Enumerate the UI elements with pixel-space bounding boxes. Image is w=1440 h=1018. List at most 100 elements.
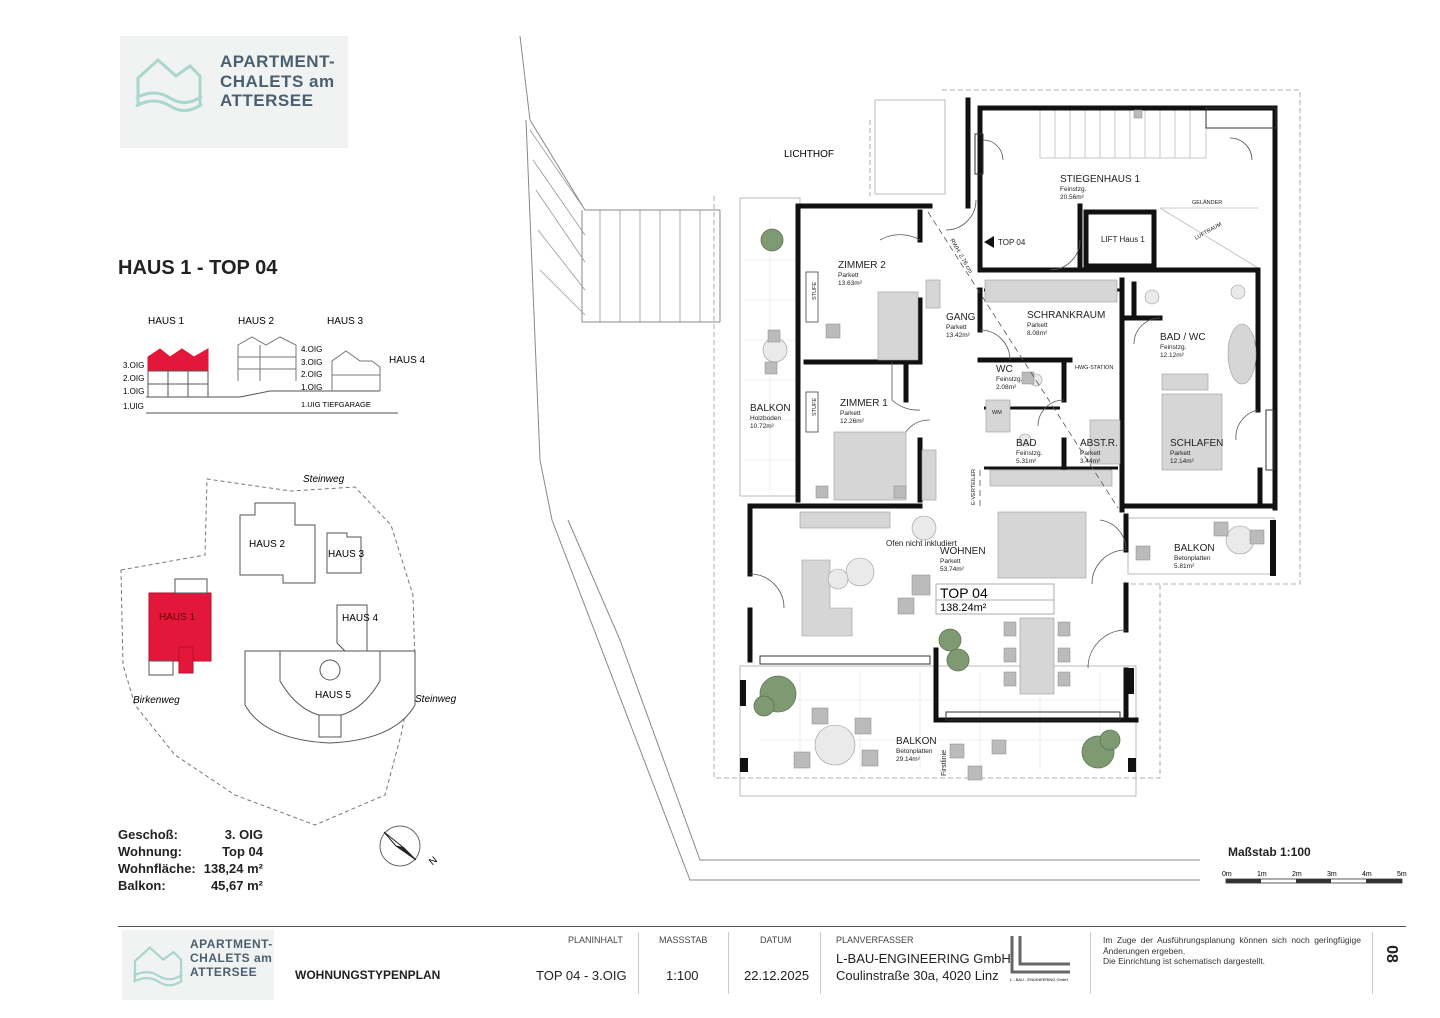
stufe-label-1: STUFE xyxy=(812,282,818,300)
room-zimmer2-floor: Parkett xyxy=(838,272,859,279)
note-line-1: Im Zuge der Ausführungsplanung können si… xyxy=(1103,935,1361,956)
room-zimmer1-floor: Parkett xyxy=(840,410,861,417)
section-house-3-label: HAUS 3 xyxy=(327,316,364,327)
door-top-label: TOP 04 xyxy=(998,238,1026,247)
site-haus-3-label: HAUS 3 xyxy=(328,549,365,560)
room-schrankraum-floor: Parkett xyxy=(1027,322,1048,329)
site-haus-2-label: HAUS 2 xyxy=(249,539,286,550)
room-balkon-south-area: 29.14m² xyxy=(896,756,921,763)
tb-divider-1 xyxy=(638,932,639,994)
section-house-1-label: HAUS 1 xyxy=(148,316,185,327)
tb-divider-2 xyxy=(728,932,729,994)
note-line-2: Die Einrichtung ist schematisch dargeste… xyxy=(1103,956,1266,967)
massstab-label: MASSSTAB xyxy=(659,935,708,945)
haus1-highlight xyxy=(147,348,209,372)
room-wohnen-area: 53.74m² xyxy=(940,566,965,573)
room-bad-area: 5.31m² xyxy=(1016,458,1037,465)
site-haus-5-label: HAUS 5 xyxy=(315,690,352,701)
floor-label-mid-2: 3.OIG xyxy=(301,358,322,367)
room-bad-wc-floor: Feinstzg. xyxy=(1160,344,1187,351)
floor-label-mid-3: 2.OIG xyxy=(301,370,322,379)
room-wc-area: 2.08m² xyxy=(996,384,1017,391)
room-schrankraum-name: SCHRANKRAUM xyxy=(1027,310,1105,321)
room-abstr-area: 3.44m² xyxy=(1080,458,1101,465)
room-bad-wc-name: BAD / WC xyxy=(1160,332,1206,343)
room-stiegenhaus-name: STIEGENHAUS 1 xyxy=(1060,174,1140,185)
room-abstr-name: ABST.R. xyxy=(1080,438,1118,449)
verteiler-label: E-VERTEILER xyxy=(971,469,977,505)
top-area: 138.24m² xyxy=(940,602,987,614)
street-steinweg-right: Steinweg xyxy=(415,694,457,705)
scale-bar: 0m 1m 2m 3m 4m 5m xyxy=(1222,871,1407,884)
brand-logo: APARTMENT- CHALETS am ATTERSEE xyxy=(120,36,348,148)
stufe-label-2: STUFE xyxy=(812,398,818,416)
room-wc-name: WC xyxy=(996,364,1013,375)
floor-plan: LICHTHOF xyxy=(519,35,1301,881)
room-zimmer2-area: 13.63m² xyxy=(838,280,863,287)
wohnflaeche-value: 138,24 m² xyxy=(203,861,263,876)
company-name: L-BAU-ENGINEERING GmbH xyxy=(836,951,1011,966)
room-schlafen-name: SCHLAFEN xyxy=(1170,438,1223,449)
room-balkon-east-area: 5.81m² xyxy=(1174,563,1195,570)
section-house-2-label: HAUS 2 xyxy=(238,316,275,327)
scale-tick-3: 3m xyxy=(1327,871,1337,878)
room-balkon-south-name: BALKON xyxy=(896,736,937,747)
datum-label: DATUM xyxy=(760,935,792,945)
lichthof-label: LICHTHOF xyxy=(784,149,834,160)
chalet-logo-small-icon xyxy=(132,946,184,987)
wohnung-value: Top 04 xyxy=(222,844,263,859)
balkon-value: 45,67 m² xyxy=(210,878,263,893)
massstab-value: 1:100 xyxy=(666,968,699,983)
room-zimmer1-area: 12.26m² xyxy=(840,418,865,425)
site-haus-4-label: HAUS 4 xyxy=(342,613,379,624)
company-logo-icon: L - BAU - ENGINEERING GmbH xyxy=(1010,936,1070,982)
room-stiegenhaus-floor: Feinstzg. xyxy=(1060,186,1087,193)
room-wohnen-floor: Parkett xyxy=(940,558,961,565)
datum-value: 22.12.2025 xyxy=(744,968,810,983)
street-birkenweg: Birkenweg xyxy=(133,695,180,706)
room-bad-name: BAD xyxy=(1016,438,1037,449)
wohnung-label: Wohnung: xyxy=(118,844,183,859)
entry-arrow-icon xyxy=(984,236,994,248)
room-abstr-floor: Parkett xyxy=(1080,450,1101,457)
wohnflaeche-label: Wohnfläche: xyxy=(118,861,196,876)
room-schlafen-floor: Parkett xyxy=(1170,450,1191,457)
floor-label-left-2: 2.OIG xyxy=(123,374,144,383)
site-plan: Steinweg Birkenweg Steinweg HAUS 2 HAUS … xyxy=(120,474,457,826)
geschoss-label: Geschoß: xyxy=(118,827,178,842)
room-gang-area: 13.42m² xyxy=(946,332,971,339)
brand-line-1: APARTMENT- xyxy=(220,52,336,71)
planinhalt-label: PLANINHALT xyxy=(568,935,623,945)
balkon-label: Balkon: xyxy=(118,878,166,893)
room-zimmer2-name: ZIMMER 2 xyxy=(838,260,886,271)
oven-note: Ofen nicht inkludiert xyxy=(886,539,957,548)
company-address: Coulinstraße 30a, 4020 Linz xyxy=(836,968,999,983)
chalet-logo-icon xyxy=(135,57,203,112)
room-bad-wc-area: 12.12m² xyxy=(1160,352,1185,359)
tb-brand-line-1: APARTMENT- xyxy=(190,937,273,951)
room-balkon-west-floor: Holzboden xyxy=(750,415,781,422)
street-steinweg-top: Steinweg xyxy=(303,474,345,485)
lift-label: LIFT Haus 1 xyxy=(1101,235,1145,244)
brand-line-3: ATTERSEE xyxy=(220,91,314,111)
room-stiegenhaus-area: 20.56m² xyxy=(1060,194,1085,201)
scale-tick-0: 0m xyxy=(1222,871,1232,878)
top-label: TOP 04 xyxy=(940,585,988,601)
room-bad-floor: Feinstzg. xyxy=(1016,450,1043,457)
room-schlafen-area: 12.14m² xyxy=(1170,458,1195,465)
scale-tick-4: 4m xyxy=(1362,871,1372,878)
planverfasser-label: PLANVERFASSER xyxy=(836,935,914,945)
room-balkon-east-name: BALKON xyxy=(1174,543,1215,554)
room-balkon-east-floor: Betonplatten xyxy=(1174,555,1211,562)
room-gang-floor: Parkett xyxy=(946,324,967,331)
gelaender-label: GELÄNDER xyxy=(1192,199,1222,206)
brand-line-2: CHALETS am xyxy=(220,71,335,91)
scale-title: Maßstab 1:100 xyxy=(1228,845,1311,859)
plan-title: HAUS 1 - TOP 04 xyxy=(118,257,278,279)
room-gang-name: GANG xyxy=(946,312,976,323)
title-block-top-line xyxy=(118,926,1406,927)
planning-note: Im Zuge der Ausführungsplanung können si… xyxy=(1103,935,1361,967)
tb-divider-5 xyxy=(1372,932,1373,994)
north-arrow-icon: N xyxy=(379,825,440,868)
geschoss-value: 3. OIG xyxy=(224,827,263,842)
